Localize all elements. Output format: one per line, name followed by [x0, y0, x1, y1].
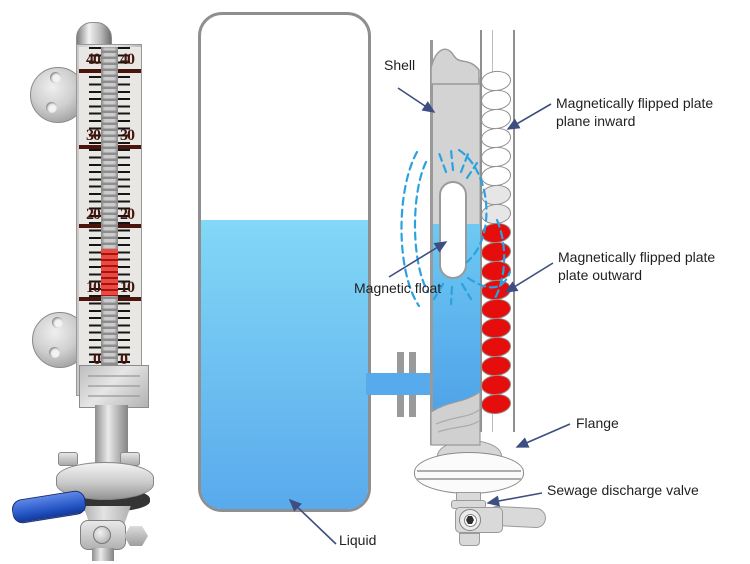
scale-number: 0 [120, 351, 128, 368]
scale-major-line [118, 145, 141, 149]
nameplate [79, 365, 149, 408]
flange-bolt-hole [46, 102, 57, 113]
connection-flange-bolt [409, 395, 416, 417]
label-plate-outward: Magnetically flipped plate plate outward [558, 249, 716, 284]
flipped-plate [480, 88, 512, 112]
drain-valve-ball [93, 526, 111, 544]
magnetic-float-shape [439, 181, 467, 279]
tank-liquid [201, 220, 368, 509]
label-shell: Shell [384, 57, 416, 73]
flipped-plate [480, 107, 512, 131]
scale-number: 20 [120, 206, 135, 223]
flipped-plate [480, 183, 512, 207]
connection-flange-bolt [409, 352, 416, 373]
scale-tick-strip [89, 47, 101, 393]
scale-number: 10 [86, 279, 101, 296]
scale-major-line [118, 297, 141, 301]
flipped-plate [480, 202, 512, 226]
flipped-plate [480, 240, 512, 264]
scale-major-line [79, 145, 101, 149]
flipped-plate [480, 259, 512, 283]
flipped-plate [480, 164, 512, 188]
flipped-plate [480, 354, 512, 378]
flipped-plate [480, 335, 512, 359]
scale-major-line [118, 69, 141, 73]
scale-left-plate: 40 30 20 10 0 [79, 47, 101, 393]
bottom-flange-bolt [58, 452, 78, 466]
scale-number: 20 [86, 206, 101, 223]
label-plate-inward: Magnetically flipped plate plane inward [556, 95, 714, 130]
label-liquid: Liquid [339, 532, 377, 548]
scale-right-plate: 40 30 20 10 0 [118, 47, 141, 393]
label-flange: Flange [576, 415, 619, 431]
scale-number: 30 [86, 127, 101, 144]
scale-number: 30 [120, 127, 135, 144]
flipped-plate [480, 297, 512, 321]
drain-valve-nut [124, 526, 148, 546]
bottom-flange-disk [414, 452, 524, 494]
scale-major-line [118, 224, 141, 228]
indicator-channel [101, 47, 118, 393]
scale-major-line [79, 69, 101, 73]
nameplate-engraving [88, 385, 140, 387]
connection-pipe [366, 373, 437, 395]
nameplate-engraving [88, 395, 140, 397]
nameplate-engraving [88, 375, 140, 377]
flange-layer-line [417, 478, 521, 480]
flipped-plate [480, 145, 512, 169]
flange-bolt-hole [50, 72, 61, 83]
scale-tick-strip [118, 47, 130, 393]
scale-major-line [79, 224, 101, 228]
connection-flange-bolt [397, 352, 404, 373]
plate-column-right-rail [513, 30, 515, 432]
flipped-plate [480, 278, 512, 302]
flipped-plate [480, 392, 512, 416]
connection-flange-bolt [397, 395, 404, 417]
gauge-scale-body: 40 30 20 10 0 40 30 20 10 [76, 44, 142, 396]
drain-outlet-stub [92, 548, 114, 561]
drain-valve-handle [10, 489, 88, 525]
flange-layer-line [417, 470, 521, 472]
flipped-plate [480, 373, 512, 397]
flange-bolt-hole [49, 347, 60, 358]
sewage-valve-stub [459, 533, 480, 546]
flipped-plate [480, 221, 512, 245]
flipped-plate [480, 69, 512, 93]
gauge-photo: 40 30 20 10 0 40 30 20 10 [0, 0, 190, 564]
flipped-plate [480, 316, 512, 340]
label-sewage-valve: Sewage discharge valve [547, 482, 699, 498]
sewage-valve-hex-bolt [466, 516, 474, 524]
label-magnetic-float: Magnetic float [354, 280, 442, 296]
scale-major-line [79, 297, 101, 301]
scale-number: 40 [86, 51, 101, 68]
tank-outline [198, 12, 371, 512]
indicator-red-band [101, 249, 118, 296]
flange-bolt-hole [52, 317, 63, 328]
scale-number: 40 [120, 51, 135, 68]
flipped-plate [480, 126, 512, 150]
scale-number: 0 [93, 351, 101, 368]
scale-number: 10 [120, 279, 135, 296]
